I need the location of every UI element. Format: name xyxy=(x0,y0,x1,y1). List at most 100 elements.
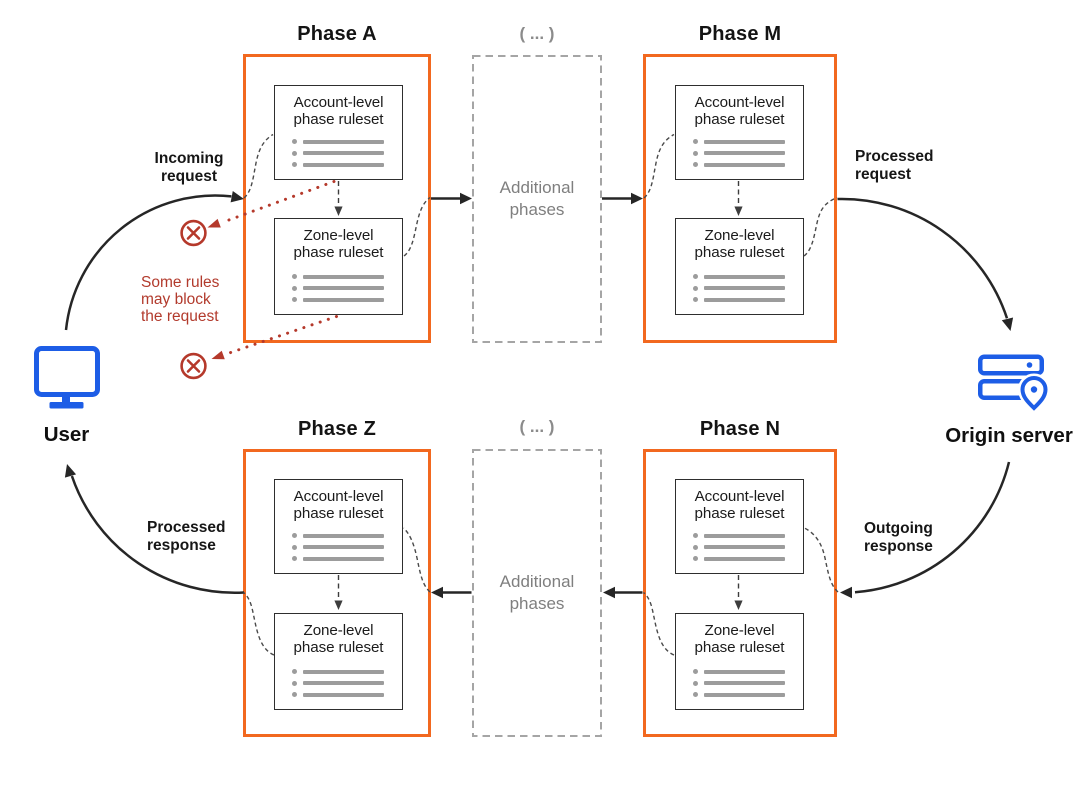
zone-ruleset-label: Zone-level phase ruleset xyxy=(293,227,384,261)
list-bullet-icon xyxy=(693,162,698,167)
additional-phases-box-bottom: Additional phases xyxy=(472,449,602,737)
list-bullet-icon xyxy=(292,285,297,291)
processed-request-label: Processed request xyxy=(855,148,934,183)
list-line-icon xyxy=(703,162,785,167)
list-bullet-icon xyxy=(693,150,698,156)
phase-box-a: Phase A Account-level phase ruleset Zone… xyxy=(243,24,431,343)
list-bullet-icon xyxy=(693,285,698,291)
account-block-arrowhead xyxy=(207,218,221,228)
ellipsis-top-label: ( ... ) xyxy=(519,24,555,43)
list-line-icon xyxy=(703,274,785,279)
list-bullet-icon xyxy=(693,533,698,538)
list-line-icon xyxy=(703,681,785,685)
list-line-icon xyxy=(703,151,785,155)
list-bullet-icon xyxy=(693,297,698,302)
account-ruleset-label: Account-level phase ruleset xyxy=(293,488,384,522)
additional-phases-label: Additional phases xyxy=(499,178,575,219)
phase-z-title: Phase Z xyxy=(297,418,377,440)
list-line-icon xyxy=(302,681,384,685)
list-bullet-icon xyxy=(292,556,297,561)
list-bullet-icon xyxy=(292,533,297,538)
ruleset-list-icon xyxy=(275,274,402,314)
processed-request-arrow xyxy=(837,197,1009,319)
list-bullet-icon xyxy=(693,544,698,550)
additional-phases-label: Additional phases xyxy=(499,572,575,613)
list-bullet-icon xyxy=(292,680,297,686)
list-line-icon xyxy=(302,533,384,538)
list-bullet-icon xyxy=(292,162,297,167)
block-x-icon xyxy=(180,219,207,247)
phase-z-zone-ruleset-card: Zone-level phase ruleset xyxy=(274,613,403,710)
phase-n-zone-ruleset-card: Zone-level phase ruleset xyxy=(675,613,804,710)
list-line-icon xyxy=(302,297,384,302)
list-bullet-icon xyxy=(693,556,698,561)
list-bullet-icon xyxy=(292,297,297,302)
outgoing-response-arrowhead xyxy=(840,586,852,599)
ruleset-list-icon xyxy=(676,139,803,179)
phase-n-title: Phase N xyxy=(699,418,781,440)
ruleset-list-icon xyxy=(275,139,402,179)
phase-a-title: Phase A xyxy=(297,23,377,45)
incoming-request-label: Incoming request xyxy=(154,150,224,185)
list-line-icon xyxy=(703,533,785,538)
phase-m-title: Phase M xyxy=(698,23,782,45)
phase-box-n: Phase N Account-level phase ruleset Zone… xyxy=(643,419,837,737)
ellipsis-bottom-label: ( ... ) xyxy=(519,417,555,436)
phase-a-to-additional-arrowhead xyxy=(460,192,472,205)
phase-box-z: Phase Z Account-level phase ruleset Zone… xyxy=(243,419,431,737)
list-line-icon xyxy=(703,669,785,674)
ruleset-list-icon xyxy=(676,669,803,709)
list-line-icon xyxy=(302,162,384,167)
list-line-icon xyxy=(703,545,785,549)
additional-to-phase-z-arrowhead xyxy=(431,586,443,599)
phase-n-account-ruleset-card: Account-level phase ruleset xyxy=(675,479,804,574)
phase-z-account-ruleset-card: Account-level phase ruleset xyxy=(274,479,403,574)
list-bullet-icon xyxy=(292,669,297,674)
phase-m-account-ruleset-card: Account-level phase ruleset xyxy=(675,85,804,180)
incoming-request-arrowhead xyxy=(230,191,244,203)
list-bullet-icon xyxy=(292,139,297,144)
phase-a-zone-ruleset-card: Zone-level phase ruleset xyxy=(274,218,403,315)
user-label: User xyxy=(43,423,90,446)
ruleset-list-icon xyxy=(676,533,803,573)
ruleset-list-icon xyxy=(676,274,803,314)
list-bullet-icon xyxy=(292,150,297,156)
list-line-icon xyxy=(703,286,785,290)
list-bullet-icon xyxy=(693,274,698,279)
list-line-icon xyxy=(703,556,785,561)
account-ruleset-label: Account-level phase ruleset xyxy=(293,94,384,128)
additional-to-phase-m-arrowhead xyxy=(631,192,643,205)
list-line-icon xyxy=(302,286,384,290)
processed-request-arrowhead xyxy=(1001,317,1014,331)
account-ruleset-label: Account-level phase ruleset xyxy=(694,94,785,128)
ruleset-list-icon xyxy=(275,533,402,573)
phase-box-m: Phase M Account-level phase ruleset Zone… xyxy=(643,24,837,343)
zone-ruleset-label: Zone-level phase ruleset xyxy=(694,227,785,261)
zone-ruleset-label: Zone-level phase ruleset xyxy=(694,622,785,656)
processed-response-arrowhead xyxy=(64,464,77,478)
origin-server-label: Origin server xyxy=(945,424,1073,447)
list-bullet-icon xyxy=(693,669,698,674)
zone-block-arrowhead xyxy=(211,350,225,360)
list-bullet-icon xyxy=(292,274,297,279)
list-line-icon xyxy=(302,139,384,144)
origin-server-icon xyxy=(975,352,1051,417)
additional-phases-box-top: Additional phases xyxy=(472,55,602,343)
list-line-icon xyxy=(703,297,785,302)
list-line-icon xyxy=(302,669,384,674)
zone-ruleset-label: Zone-level phase ruleset xyxy=(293,622,384,656)
server-icon-svg xyxy=(978,354,1051,415)
list-line-icon xyxy=(703,139,785,144)
ruleset-list-icon xyxy=(275,669,402,709)
phase-m-zone-ruleset-card: Zone-level phase ruleset xyxy=(675,218,804,315)
list-line-icon xyxy=(302,274,384,279)
list-line-icon xyxy=(302,692,384,697)
phase-n-to-additional-arrowhead xyxy=(603,586,615,599)
list-bullet-icon xyxy=(292,544,297,550)
list-bullet-icon xyxy=(693,692,698,697)
block-note-label: Some rules may block the request xyxy=(141,274,220,325)
list-bullet-icon xyxy=(292,692,297,697)
list-bullet-icon xyxy=(693,139,698,144)
user-monitor-icon xyxy=(33,344,101,415)
